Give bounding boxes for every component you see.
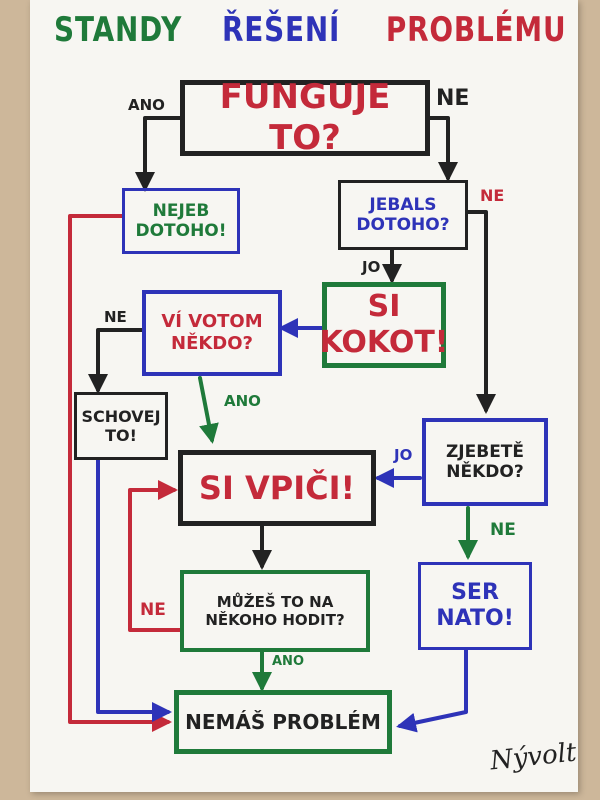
title-part-standy: STANDY xyxy=(54,10,183,50)
arrow-funguje-ne xyxy=(428,116,458,182)
label-muzes-ne: NE xyxy=(140,600,166,620)
label-vivotom-ano: ANO xyxy=(224,392,261,410)
label-funguje-ne: NE xyxy=(436,86,470,111)
label-vivotom-ne: NE xyxy=(104,308,127,326)
node-sernato: SER NATO! xyxy=(418,562,532,650)
node-vivotom: VÍ VOTOM NĚKDO? xyxy=(142,290,282,376)
node-schovej: SCHOVEJ TO! xyxy=(74,392,168,460)
arrow-sernato-to-nemas xyxy=(396,648,468,733)
page-title: STANDY ŘEŠENÍ PROBLÉMU xyxy=(40,10,566,50)
title-part-reseni: ŘEŠENÍ xyxy=(222,10,341,50)
label-jebals-jo: JO xyxy=(362,258,381,276)
arrow-jebals-ne xyxy=(466,210,496,414)
node-zjebete: ZJEBETĚ NĚKDO? xyxy=(422,418,548,506)
arrow-funguje-ano xyxy=(135,116,182,192)
node-muzes: MŮŽEŠ TO NA NĚKOHO HODIT? xyxy=(180,570,370,652)
node-nejeb: NEJEB DOTOHO! xyxy=(122,188,240,254)
arrow-vivotom-ano xyxy=(198,376,219,444)
title-part-problemu: PROBLÉMU xyxy=(385,10,567,50)
label-jebals-ne: NE xyxy=(480,186,505,205)
arrow-schovej-to-nemas xyxy=(96,458,172,722)
node-sikokot: SI KOKOT! xyxy=(320,282,448,368)
arrow-muzes-ne-loop xyxy=(128,480,182,632)
node-sivpici: SI VPIČI! xyxy=(178,450,376,526)
node-funguje: FUNGUJE TO? xyxy=(180,77,430,158)
label-zjebete-ne: NE xyxy=(490,520,516,540)
arrow-nejeb-to-nemas xyxy=(68,214,172,732)
node-nemas: NEMÁŠ PROBLÉM xyxy=(174,690,392,754)
label-muzes-ano: ANO xyxy=(272,654,304,669)
label-zjebete-jo: JO xyxy=(394,446,413,464)
arrow-vivotom-ne xyxy=(88,328,144,394)
label-funguje-ano: ANO xyxy=(128,96,165,114)
node-jebals: JEBALS DOTOHO? xyxy=(338,180,468,250)
